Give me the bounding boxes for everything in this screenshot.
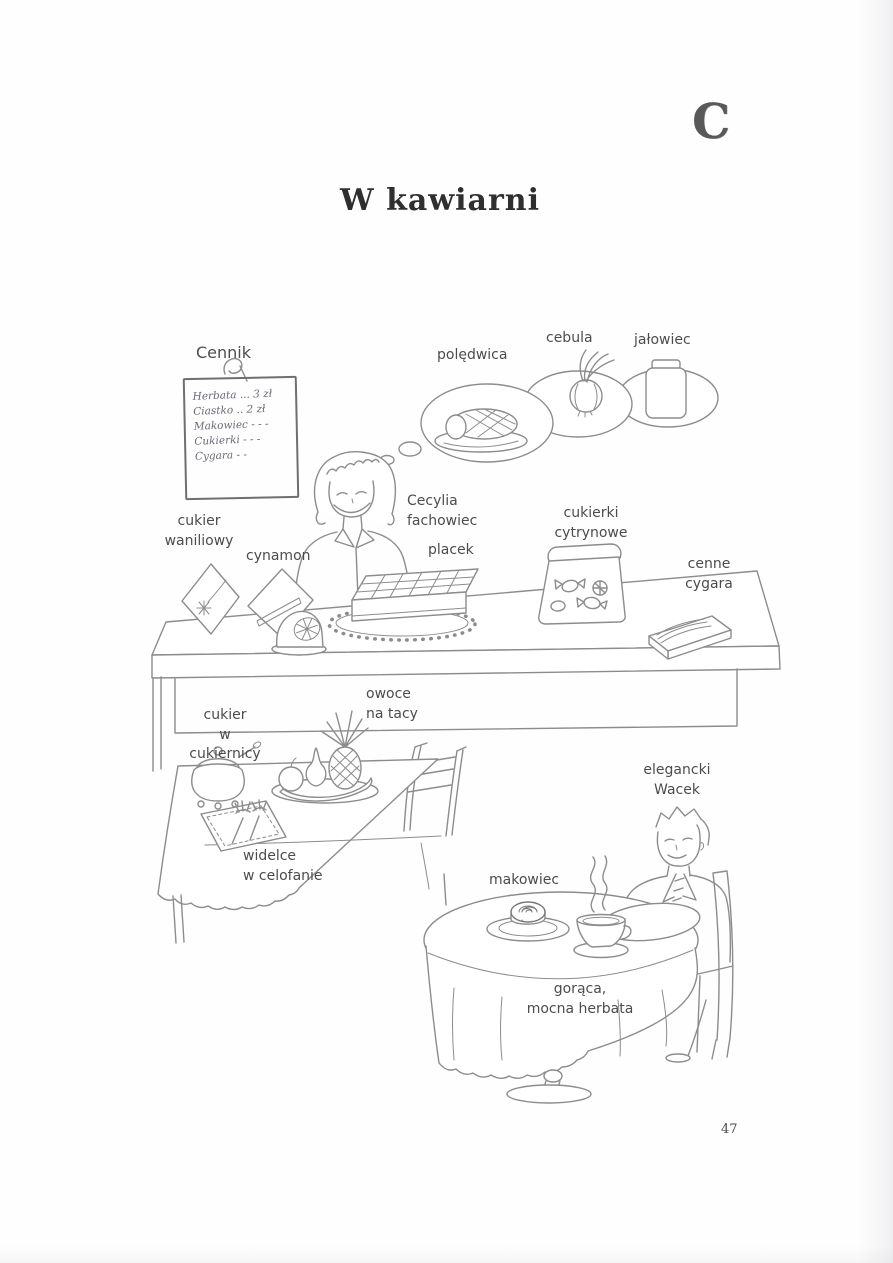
cecylia-figure: [293, 451, 413, 624]
label-cennik: Cennik: [196, 343, 252, 362]
small-table-chair: [403, 742, 467, 837]
cigar-box: [648, 615, 732, 660]
page-number: 47: [721, 1122, 738, 1137]
jalowiec-jar: [645, 359, 687, 419]
note-pin-icon: [223, 357, 248, 382]
label-widelce-w-celofanie: widelce w celofanie: [243, 848, 323, 884]
label-cebula: cebula: [546, 330, 593, 346]
label-poledwica: polędwica: [437, 347, 508, 363]
label-goraca-mocna-herbata: gorąca, mocna herbata: [526, 981, 634, 1017]
label-placek: placek: [428, 542, 474, 558]
forks-packet: [200, 799, 287, 852]
label-cenne-cygara: cenne cygara: [685, 556, 733, 592]
halved-lemon-dish: [271, 610, 327, 656]
page-title: W kawiarni: [339, 183, 541, 218]
poledwica-sirloin-plate: [434, 408, 528, 453]
steam: [589, 855, 608, 913]
label-makowiec: makowiec: [489, 872, 560, 888]
label-cukier-w-cukiernicy: cukier w cukiernicy: [189, 707, 261, 763]
tea-cup: [573, 913, 632, 959]
label-cecylia-fachowiec: Cecylia fachowiec: [407, 493, 478, 529]
vanilla-sugar-packet: [181, 563, 240, 635]
cinnamon-packet: [247, 568, 314, 638]
label-jalowiec: jałowiec: [634, 332, 691, 348]
price-list-note: Herbata ... 3 zł Ciastko .. 2 zł Makowie…: [182, 375, 300, 501]
label-cukierki-cytrynowe: cukierki cytrynowe: [554, 505, 628, 541]
table-pedestal: [506, 1069, 592, 1104]
round-table: [423, 891, 699, 1079]
price-list-item: Cygara - -: [194, 448, 248, 463]
fruit-tray: [271, 710, 379, 804]
section-letter: C: [692, 94, 731, 150]
lemon-candy-bag: [538, 543, 626, 625]
makowiec-plate: [486, 901, 570, 942]
wacek-chair: [696, 870, 734, 1060]
cebula-onion: [569, 349, 615, 418]
label-elegancki-wacek: elegancki Wacek: [643, 762, 711, 798]
placek-cake: [327, 568, 479, 642]
sugar-bowl: [191, 741, 262, 810]
label-cukier-waniliowy: cukier waniliowy: [164, 513, 234, 549]
label-cynamon: cynamon: [246, 548, 311, 564]
label-owoce-na-tacy: owoce na tacy: [366, 686, 418, 722]
